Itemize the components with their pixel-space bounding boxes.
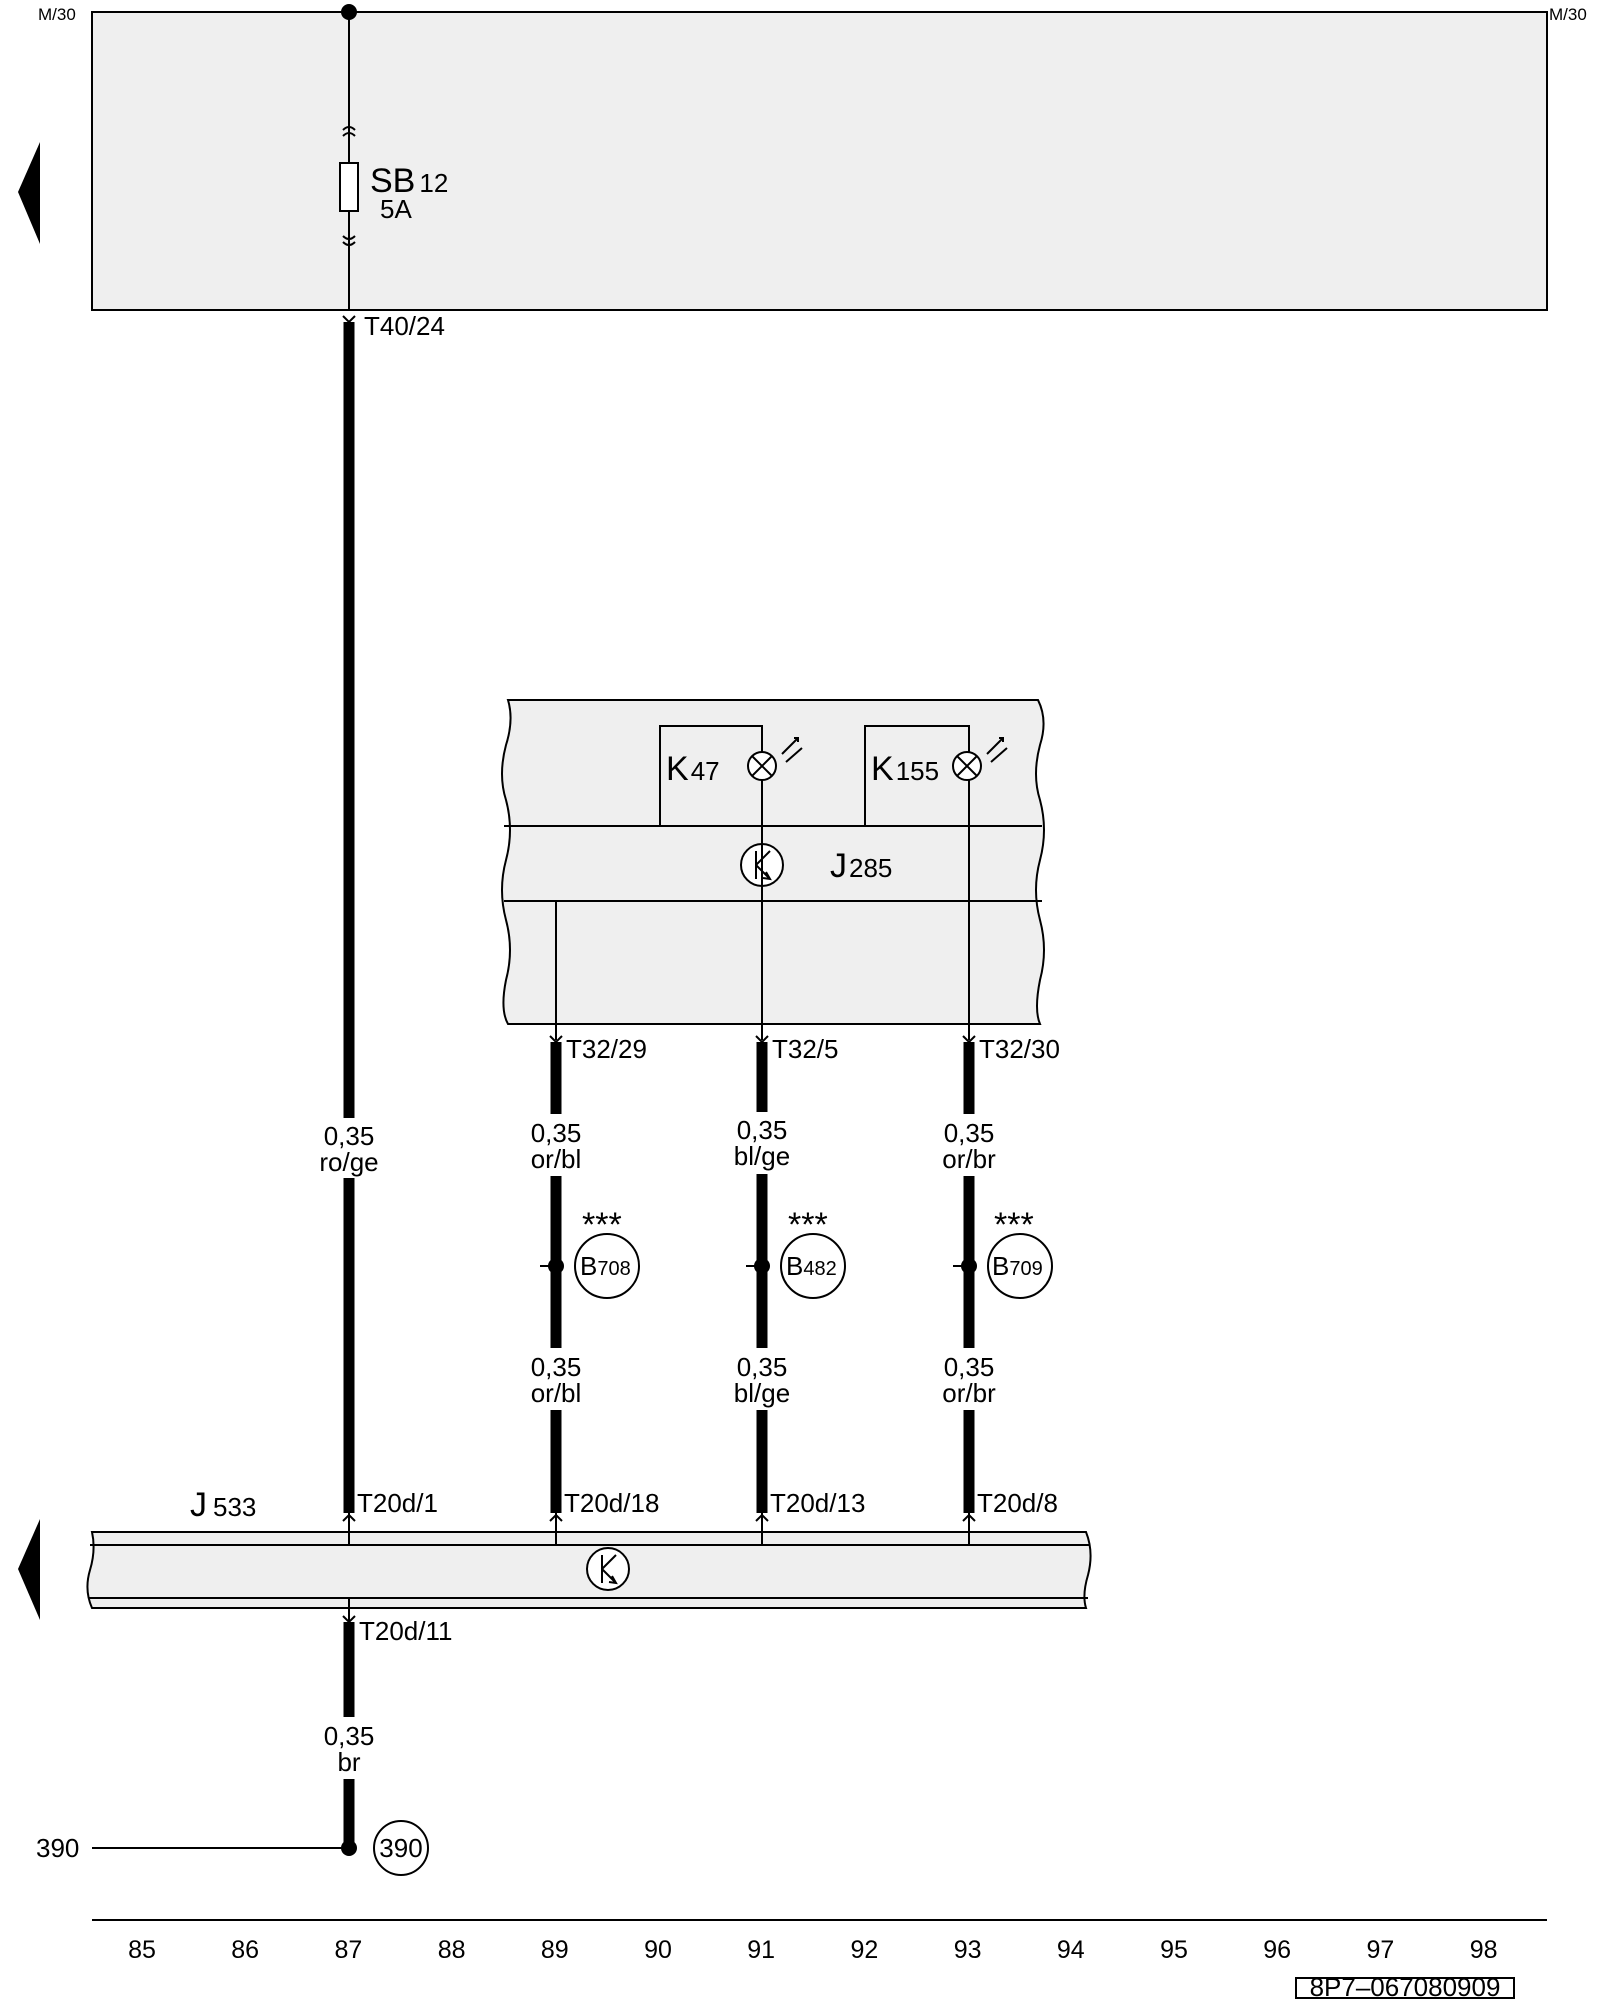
k47-label: K47 bbox=[666, 750, 720, 788]
wire-87-upper-label-bg bbox=[318, 1118, 380, 1178]
wire-87-lower-label-bg bbox=[318, 1717, 380, 1779]
document-id: 8P7–067080909 bbox=[1310, 1972, 1501, 2000]
document-id-box bbox=[1295, 1977, 1515, 1999]
wire-87-upper-color: ro/ge bbox=[319, 1147, 378, 1177]
splice-b708-label: B708 bbox=[580, 1251, 631, 1281]
wire-89-lower-size: 0,35 bbox=[531, 1352, 582, 1382]
connector-t40-24: T40/24 bbox=[364, 311, 445, 341]
splice-b482-circle bbox=[780, 1233, 846, 1299]
splice-b709-label: B709 bbox=[992, 1251, 1043, 1281]
wire-93-upper-label-bg bbox=[937, 1114, 1001, 1176]
connector-t20d-13: T20d/13 bbox=[770, 1488, 865, 1518]
grid-number: 85 bbox=[128, 1936, 156, 1964]
splice-b708-circle bbox=[574, 1233, 640, 1299]
ground-junction-dot bbox=[341, 1840, 357, 1856]
grid-number: 88 bbox=[438, 1936, 466, 1964]
grid-number: 86 bbox=[231, 1936, 259, 1964]
j285-label: J285 bbox=[830, 847, 892, 885]
connector-t20d-1: T20d/1 bbox=[357, 1488, 438, 1518]
wire-91-upper-color: bl/ge bbox=[734, 1141, 790, 1171]
fuse-rating: 5A bbox=[380, 194, 412, 224]
grid-number: 87 bbox=[334, 1936, 362, 1964]
wire-93-lower-size: 0,35 bbox=[944, 1352, 995, 1382]
splice-b708-dot bbox=[548, 1258, 564, 1274]
grid-number: 98 bbox=[1470, 1936, 1498, 1964]
wire-93-lower-label-bg bbox=[937, 1348, 1001, 1410]
j533-transistor-icon bbox=[586, 1547, 630, 1591]
wire-93-upper-size: 0,35 bbox=[944, 1118, 995, 1148]
fuse-plug-top bbox=[342, 126, 356, 137]
wire-87-lower-size: 0,35 bbox=[324, 1721, 375, 1751]
page-back-arrow-bottom[interactable] bbox=[18, 1519, 40, 1620]
grid-number: 95 bbox=[1160, 1936, 1188, 1964]
grid-number: 97 bbox=[1366, 1936, 1394, 1964]
connector-t20d-8: T20d/8 bbox=[977, 1488, 1058, 1518]
wire-91-upper-size: 0,35 bbox=[737, 1115, 788, 1145]
connector-t20d-18-pin bbox=[549, 1513, 563, 1522]
grid-number: 92 bbox=[850, 1936, 878, 1964]
wire-89-upper-label-bg bbox=[524, 1114, 588, 1176]
splice-b708-marker: *** bbox=[582, 1206, 622, 1244]
connector-t32-29: T32/29 bbox=[566, 1034, 647, 1064]
k155-lamp-cross bbox=[956, 755, 978, 777]
connector-t20d-18: T20d/18 bbox=[564, 1488, 659, 1518]
page-back-arrow-top[interactable] bbox=[18, 142, 40, 244]
wire-89-upper-size: 0,35 bbox=[531, 1118, 582, 1148]
fuse-panel bbox=[91, 11, 1548, 311]
rail-label-left: M/30 bbox=[38, 5, 76, 24]
splice-b482-marker: *** bbox=[788, 1206, 828, 1244]
splice-b482-label: B482 bbox=[786, 1251, 837, 1281]
k155-light-rays-icon bbox=[986, 737, 1008, 763]
wire-89-lower-color: or/bl bbox=[531, 1378, 582, 1408]
connector-t20d-1-pin bbox=[342, 1513, 356, 1522]
splice-b709-marker: *** bbox=[994, 1206, 1034, 1244]
fuse-symbol bbox=[339, 162, 359, 212]
splice-b709-circle bbox=[987, 1233, 1053, 1299]
connector-t20d-8-pin bbox=[962, 1513, 976, 1522]
grid-number: 96 bbox=[1263, 1936, 1291, 1964]
wire-89-upper-color: or/bl bbox=[531, 1144, 582, 1174]
k47-light-rays-icon bbox=[781, 737, 803, 763]
connector-t32-30: T32/30 bbox=[979, 1034, 1060, 1064]
ground-line-label: 390 bbox=[36, 1833, 79, 1863]
wire-89-lower-label-bg bbox=[524, 1348, 588, 1410]
fuse-plug-bottom bbox=[342, 235, 356, 246]
k47-lamp-cross bbox=[751, 755, 773, 777]
ground-reference-circle[interactable] bbox=[373, 1820, 429, 1876]
wire-91-upper-label-bg bbox=[730, 1112, 794, 1174]
wire-93-lower-color: or/br bbox=[942, 1378, 996, 1408]
connector-t40-24-pin bbox=[342, 315, 356, 324]
grid-number: 94 bbox=[1057, 1936, 1085, 1964]
wire-91-lower-color: bl/ge bbox=[734, 1378, 790, 1408]
grid-number: 90 bbox=[644, 1936, 672, 1964]
grid-number: 91 bbox=[747, 1936, 775, 1964]
k155-label: K155 bbox=[871, 750, 939, 788]
ground-reference-label: 390 bbox=[379, 1833, 422, 1863]
wire-93-upper-color: or/br bbox=[942, 1144, 996, 1174]
splice-b709-dot bbox=[961, 1258, 977, 1274]
rail-label-right: M/30 bbox=[1549, 5, 1587, 24]
j533-transistor-mark bbox=[601, 1554, 618, 1585]
grid-number: 93 bbox=[954, 1936, 982, 1964]
connector-t20d-13-pin bbox=[755, 1513, 769, 1522]
splice-b482-dot bbox=[754, 1258, 770, 1274]
wire-91-lower-size: 0,35 bbox=[737, 1352, 788, 1382]
wire-87-upper-size: 0,35 bbox=[324, 1121, 375, 1151]
grid-number: 89 bbox=[541, 1936, 569, 1964]
connector-t32-5: T32/5 bbox=[772, 1034, 839, 1064]
grid-number-scale: 85 86 87 88 89 90 91 92 93 94 95 96 97 98 bbox=[128, 1936, 1497, 1964]
wire-87-lower-color: br bbox=[337, 1747, 360, 1777]
wire-91-lower-label-bg bbox=[730, 1348, 794, 1410]
connector-t20d-11: T20d/11 bbox=[359, 1616, 452, 1646]
